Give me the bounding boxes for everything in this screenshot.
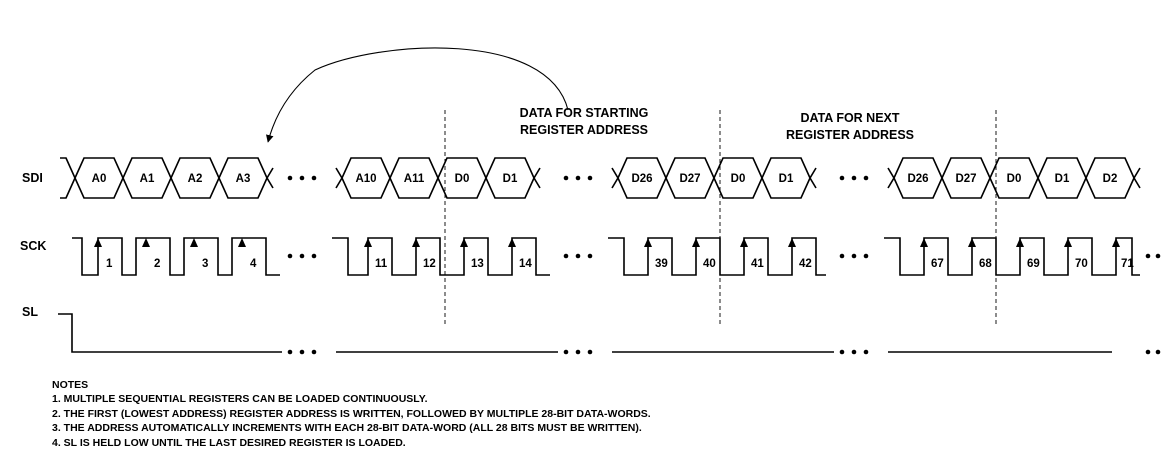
sdi-segment-2 bbox=[335, 157, 541, 199]
sdi-cell: D26 bbox=[631, 173, 652, 185]
sdi-label: SDI bbox=[22, 171, 43, 185]
note-item: 3. THE ADDRESS AUTOMATICALLY INCREMENTS … bbox=[52, 422, 642, 435]
sdi-cell: D0 bbox=[731, 173, 746, 185]
sdi-segment-1 bbox=[60, 157, 274, 199]
heading-starting-line2: REGISTER ADDRESS bbox=[520, 123, 648, 137]
clock-number: 41 bbox=[751, 258, 764, 270]
clock-number: 4 bbox=[250, 258, 257, 270]
clock-number: 68 bbox=[979, 258, 992, 270]
sck-label: SCK bbox=[20, 239, 46, 253]
notes-block: NOTES 1. MULTIPLE SEQUENTIAL REGISTERS C… bbox=[52, 378, 651, 450]
sdi-cell: D26 bbox=[907, 173, 928, 185]
clock-number: 42 bbox=[799, 258, 812, 270]
sdi-cell: D2 bbox=[1103, 173, 1118, 185]
sl-waveform bbox=[58, 313, 1112, 353]
note-item: 4. SL IS HELD LOW UNTIL THE LAST DESIRED… bbox=[52, 436, 406, 449]
clock-number: 13 bbox=[471, 258, 484, 270]
sck-segment-2 bbox=[332, 237, 550, 276]
heading-next-line1: DATA FOR NEXT bbox=[800, 111, 899, 125]
clock-number: 39 bbox=[655, 258, 668, 270]
sck-segment-1 bbox=[72, 237, 280, 276]
sdi-cell: D0 bbox=[455, 173, 470, 185]
sdi-cell: A1 bbox=[140, 173, 155, 185]
sdi-cell: D27 bbox=[955, 173, 976, 185]
sdi-waveform bbox=[60, 157, 1141, 199]
sdi-segment-3 bbox=[611, 157, 817, 199]
sdi-cell: A3 bbox=[236, 173, 251, 185]
sdi-cell: D1 bbox=[1055, 173, 1070, 185]
sdi-cell: D1 bbox=[503, 173, 518, 185]
sck-waveform bbox=[72, 237, 1140, 276]
sdi-cell: D27 bbox=[679, 173, 700, 185]
sck-edge-arrows bbox=[94, 238, 1120, 247]
notes-title: NOTES bbox=[52, 379, 89, 391]
clock-number: 3 bbox=[202, 258, 208, 270]
continuation-dots bbox=[287, 175, 1161, 355]
loop-back-arrow bbox=[266, 47, 569, 143]
clock-number: 2 bbox=[154, 258, 160, 270]
clock-number: 67 bbox=[931, 258, 944, 270]
sdi-cell: A2 bbox=[188, 173, 203, 185]
sdi-cell: D1 bbox=[779, 173, 794, 185]
sdi-cell: D0 bbox=[1007, 173, 1022, 185]
sdi-cell: A11 bbox=[404, 173, 425, 185]
clock-number: 40 bbox=[703, 258, 716, 270]
clock-number: 70 bbox=[1075, 258, 1088, 270]
clock-number: 11 bbox=[375, 258, 388, 270]
sdi-cell: A0 bbox=[92, 173, 107, 185]
clock-number: 12 bbox=[423, 258, 436, 270]
note-item: 2. THE FIRST (LOWEST ADDRESS) REGISTER A… bbox=[52, 407, 651, 420]
timing-diagram: DATA FOR STARTING REGISTER ADDRESS DATA … bbox=[20, 47, 1161, 355]
sdi-cell: A10 bbox=[355, 173, 376, 185]
heading-starting-line1: DATA FOR STARTING bbox=[520, 106, 649, 120]
clock-number: 69 bbox=[1027, 258, 1040, 270]
note-item: 1. MULTIPLE SEQUENTIAL REGISTERS CAN BE … bbox=[52, 393, 428, 406]
clock-number: 1 bbox=[106, 258, 113, 270]
clock-number: 71 bbox=[1121, 258, 1134, 270]
clock-number: 14 bbox=[519, 258, 532, 270]
sl-label: SL bbox=[22, 305, 38, 319]
heading-next-line2: REGISTER ADDRESS bbox=[786, 128, 914, 142]
sdi-segment-4 bbox=[887, 157, 1141, 199]
